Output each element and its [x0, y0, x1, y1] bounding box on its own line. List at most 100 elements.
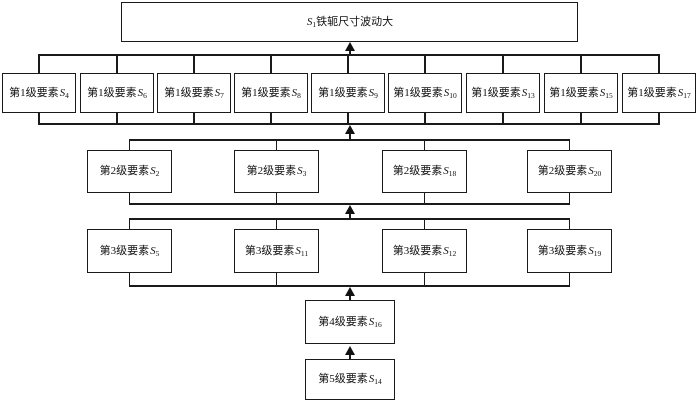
node-label: 第1级要素S10	[393, 86, 457, 99]
node-label: 第2级要素S2	[99, 165, 160, 178]
node-sub: 16	[374, 319, 382, 329]
node-sub: 13	[527, 90, 535, 100]
connector-line	[275, 139, 278, 150]
connector-line	[349, 352, 351, 360]
node-prefix: 第1级要素	[318, 86, 368, 99]
connector-line	[568, 218, 571, 229]
level1-node-8: 第1级要素S15	[544, 73, 618, 113]
connector-line	[658, 113, 660, 125]
node-var: S	[137, 86, 144, 99]
node-var: S	[368, 86, 375, 99]
connector-line	[270, 54, 272, 73]
node-label: 第3级要素S5	[99, 244, 160, 258]
node-prefix: 第1级要素	[9, 86, 59, 99]
node-var: S	[368, 373, 375, 385]
connector-line	[275, 218, 278, 229]
connector-line	[568, 193, 571, 205]
level1-node-4: 第1级要素S8	[234, 73, 308, 113]
root-node-label: S1铁轭尺寸波动大	[306, 15, 393, 29]
node-label: 第2级要素S3	[246, 165, 307, 178]
connector-line	[347, 113, 349, 125]
node-prefix: 第1级要素	[549, 86, 599, 99]
bus-line	[39, 54, 660, 56]
node-sub: 18	[448, 169, 457, 178]
node-label: 第1级要素S9	[318, 86, 378, 100]
level2-node-1: 第2级要素S2	[87, 150, 172, 193]
node-prefix: 第2级要素	[99, 165, 150, 177]
root-sub: 1	[312, 19, 317, 29]
node-prefix: 第3级要素	[537, 244, 588, 257]
bus-line	[39, 123, 660, 125]
connector-line	[116, 54, 118, 73]
node-label: 第3级要素S12	[393, 244, 457, 257]
node-var: S	[150, 244, 156, 257]
level4-node-1: 第4级要素S16	[305, 300, 395, 344]
connector-line	[349, 211, 351, 220]
node-label: 第1级要素S8	[241, 86, 301, 100]
connector-line	[116, 113, 118, 125]
arrowhead-up-icon	[345, 345, 355, 355]
connector-line	[38, 113, 40, 125]
node-prefix: 第2级要素	[246, 165, 297, 177]
connector-line	[270, 113, 272, 125]
node-sub: 9	[374, 90, 378, 100]
level1-node-3: 第1级要素S7	[157, 73, 231, 113]
node-var: S	[150, 165, 156, 177]
connector-line	[580, 54, 582, 73]
node-prefix: 第1级要素	[393, 86, 443, 99]
node-sub: 5	[155, 248, 160, 258]
root-node: S1铁轭尺寸波动大	[121, 2, 578, 42]
node-label: 第1级要素S17	[627, 86, 691, 99]
level1-node-7: 第1级要素S13	[466, 73, 540, 113]
connector-line	[38, 54, 40, 73]
bus-line	[129, 218, 570, 220]
node-var: S	[443, 86, 450, 99]
node-var: S	[588, 244, 594, 257]
connector-line	[193, 54, 195, 73]
node-prefix: 第1级要素	[241, 86, 291, 99]
node-label: 第3级要素S11	[244, 244, 308, 257]
arrowhead-up-icon	[345, 124, 355, 134]
connector-line	[128, 139, 131, 150]
connector-line	[423, 218, 426, 229]
node-label: 第1级要素S6	[87, 86, 147, 100]
node-var: S	[214, 86, 221, 99]
node-prefix: 第1级要素	[627, 86, 677, 99]
node-var: S	[588, 165, 594, 177]
node-prefix: 第3级要素	[244, 244, 295, 257]
connector-line	[349, 48, 351, 55]
node-sub: 6	[143, 90, 147, 100]
node-var: S	[368, 315, 375, 328]
node-sub: 15	[605, 90, 613, 100]
node-var: S	[297, 165, 303, 177]
connector-line	[423, 193, 426, 205]
node-sub: 8	[297, 90, 301, 100]
connector-line	[502, 54, 504, 73]
node-label: 第1级要素S15	[549, 86, 613, 100]
node-label: 第1级要素S7	[164, 86, 224, 99]
node-sub: 4	[65, 90, 69, 100]
connector-line	[502, 113, 504, 125]
level2-node-4: 第2级要素S20	[527, 150, 612, 193]
connector-line	[347, 54, 349, 73]
node-prefix: 第1级要素	[471, 86, 521, 99]
level1-node-9: 第1级要素S17	[622, 73, 696, 113]
level3-node-4: 第3级要素S19	[527, 229, 612, 273]
node-prefix: 第3级要素	[99, 244, 150, 257]
level3-node-2: 第3级要素S11	[234, 229, 319, 273]
connector-line	[275, 193, 278, 205]
node-label: 第1级要素S4	[9, 86, 69, 100]
level1-node-1: 第1级要素S4	[2, 73, 76, 113]
connector-line	[580, 113, 582, 125]
node-var: S	[599, 86, 606, 99]
connector-line	[128, 273, 131, 287]
connector-line	[275, 273, 278, 287]
level2-node-3: 第2级要素S18	[382, 150, 467, 193]
root-var: S	[306, 15, 313, 28]
node-var: S	[59, 86, 66, 99]
node-label: 第2级要素S20	[538, 165, 602, 178]
node-prefix: 第4级要素	[318, 315, 368, 328]
node-var: S	[443, 244, 449, 257]
node-label: 第1级要素S13	[471, 86, 535, 100]
